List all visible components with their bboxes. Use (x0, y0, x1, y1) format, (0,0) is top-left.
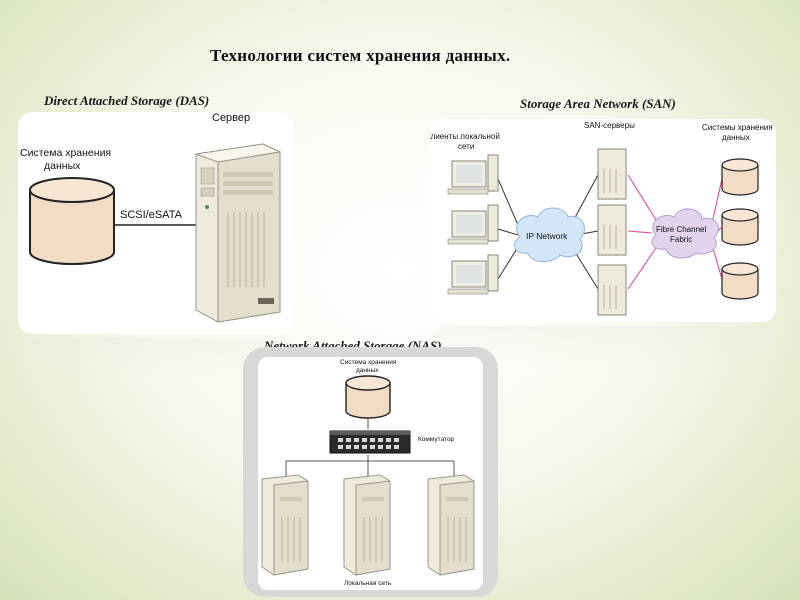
nas-storage-cylinder (345, 375, 391, 419)
nas-lan-label: Локальная сеть (344, 580, 392, 587)
san-label: Storage Area Network (SAN) (520, 96, 676, 111)
nas-server-3-icon (427, 474, 475, 576)
das-connection-label: SCSI/eSATA (120, 209, 183, 221)
san-fc-label-1: Fibre Channel (656, 225, 706, 234)
san-ip-network-cloud (513, 207, 585, 262)
das-storage-label-2: данных (44, 160, 81, 172)
san-fc-links (627, 174, 723, 290)
san-client-3-icon (447, 254, 499, 295)
san-storage-3-icon (721, 262, 759, 300)
san-server-1-icon (597, 148, 627, 200)
das-storage-cylinder (29, 177, 115, 265)
san-fc-fabric-cloud (651, 208, 719, 259)
das-diagram: Сервер Система хранения данных SCSI/eSAT… (20, 112, 282, 323)
san-clients-label-1: Клиенты локальной (430, 132, 500, 141)
das-label: Direct Attached Storage (DAS) (44, 93, 210, 108)
das-panel: Сервер Система хранения данных SCSI/eSAT… (18, 112, 293, 334)
nas-links (285, 419, 455, 477)
san-fc-label-2: Fabric (670, 235, 692, 244)
san-storage-2-icon (721, 208, 759, 246)
san-panel: IP Network Fibre Channel Fabric (430, 119, 776, 322)
das-storage-label-1: Система хранения (20, 147, 111, 159)
nas-storage-label-1: Система хранения (340, 359, 397, 366)
san-client-1-icon (447, 154, 499, 195)
slide-title: Технологии систем хранения данных. (210, 46, 511, 65)
san-diagram: IP Network Fibre Channel Fabric (430, 121, 773, 316)
san-servers-label: SAN-серверы (584, 121, 635, 130)
das-server-tower-icon (195, 143, 282, 323)
san-server-2-icon (597, 204, 627, 256)
san-client-2-icon (447, 204, 499, 245)
san-server-3-icon (597, 264, 627, 316)
nas-server-1-icon (261, 474, 309, 576)
san-ip-network-label: IP Network (526, 231, 568, 241)
nas-server-2-icon (343, 474, 391, 576)
das-server-label: Сервер (212, 112, 250, 124)
nas-panel: Система хранения данных Коммутатор Локал… (258, 357, 483, 590)
nas-storage-label-2: данных (356, 367, 379, 374)
san-storage-label-1: Системы хранения (702, 123, 773, 132)
san-storage-1-icon (721, 158, 759, 196)
san-clients-label-2: сети (458, 142, 474, 151)
nas-switch-label: Коммутатор (418, 436, 455, 443)
san-storage-label-2: данных (722, 133, 750, 142)
nas-switch-icon (329, 430, 411, 454)
nas-diagram: Система хранения данных Коммутатор Локал… (261, 359, 475, 587)
